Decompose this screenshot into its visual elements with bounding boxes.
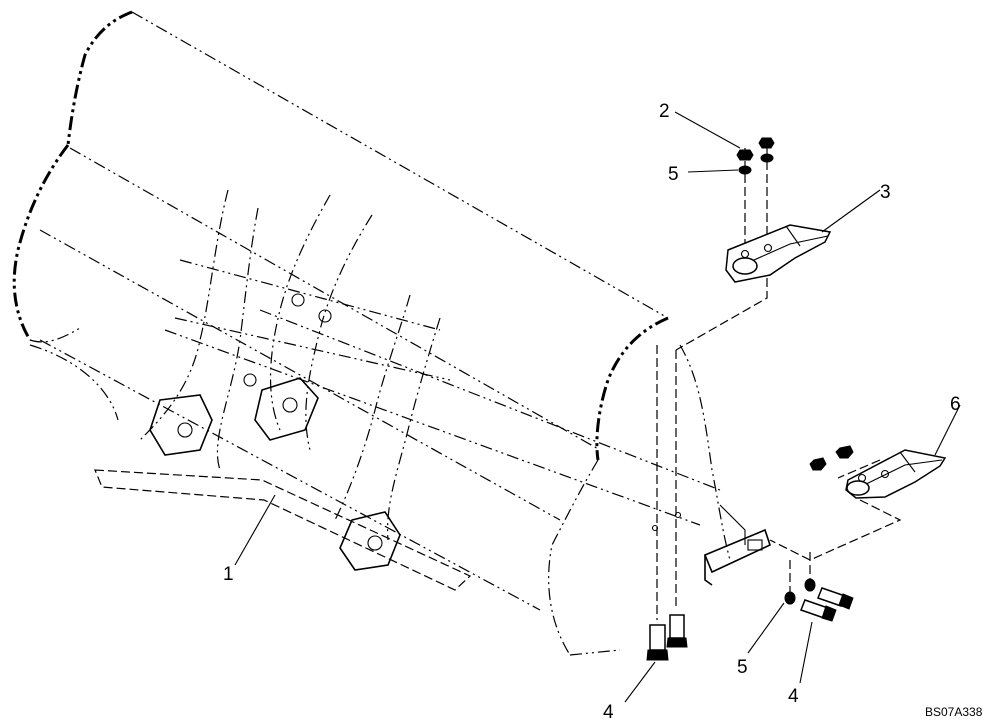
corner-mount-bracket: [703, 504, 771, 586]
callout-1: 1: [223, 564, 234, 585]
nuts-and-washers: [736, 137, 854, 471]
callout-4-right: 4: [788, 686, 799, 707]
callout-labels: 1 2 3 4 4 5 5 6 BS07A338: [223, 101, 983, 723]
loader-bucket: [12, 10, 731, 656]
callout-3: 3: [880, 182, 891, 203]
callout-2: 2: [659, 101, 670, 122]
tooth-adapter-upper: [725, 224, 832, 283]
reference-code: BS07A338: [925, 705, 983, 719]
callout-5-upper: 5: [668, 164, 679, 185]
callout-4-left: 4: [603, 702, 614, 723]
bucket-ribs: [139, 189, 721, 571]
callout-6: 6: [950, 394, 961, 415]
bolts: [646, 578, 854, 661]
assembly-lines: [656, 148, 902, 620]
tooth-adapter-lower: [845, 449, 947, 499]
callout-leaders: [234, 111, 961, 703]
callout-5-lower: 5: [737, 657, 748, 678]
